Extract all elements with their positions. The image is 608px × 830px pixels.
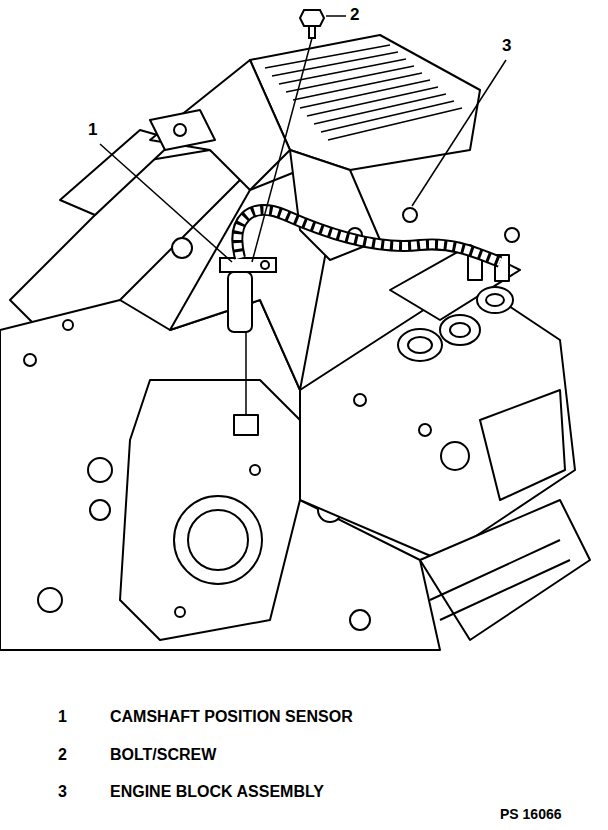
wiring-harness xyxy=(237,210,500,262)
bolt-hole xyxy=(250,465,260,475)
part-name: ENGINE BLOCK ASSEMBLY xyxy=(110,783,324,801)
intake-runner xyxy=(150,60,290,190)
engine-drawing xyxy=(0,35,590,650)
hold-down xyxy=(150,110,215,150)
legend-number: 3 xyxy=(58,783,67,801)
legend-number: 1 xyxy=(58,708,67,726)
callout-leader xyxy=(100,144,232,262)
callout-leader xyxy=(412,60,506,206)
valve-cover xyxy=(60,130,175,215)
crank-opening xyxy=(174,496,262,584)
bore xyxy=(90,500,110,520)
manifold-bolt xyxy=(403,208,417,222)
manifold-bolt xyxy=(505,228,519,242)
bolt-hole xyxy=(63,320,73,330)
callout-number: 2 xyxy=(350,5,359,25)
callout-number: 1 xyxy=(88,120,97,140)
part-name: BOLT/SCREW xyxy=(110,746,216,764)
manifold-ribs xyxy=(265,45,462,140)
bore xyxy=(88,458,112,482)
bolt-hole xyxy=(24,354,36,366)
manifold-port xyxy=(172,238,192,258)
crank-opening-inner xyxy=(188,510,248,570)
bolt-guide-line xyxy=(252,38,312,262)
hold-down-bolt xyxy=(174,124,186,136)
bore xyxy=(38,588,62,612)
camshaft-position-sensor xyxy=(220,258,276,332)
head-bolt xyxy=(441,442,469,470)
legend-number: 2 xyxy=(58,746,67,764)
timing-cover-face xyxy=(120,380,300,640)
callout-number: 3 xyxy=(502,36,511,56)
bolt-hole xyxy=(175,607,185,617)
bore xyxy=(350,610,370,630)
bracket-ribs xyxy=(430,540,570,620)
head-side xyxy=(480,390,565,500)
wiring-harness-wrap xyxy=(237,210,500,262)
part-name: CAMSHAFT POSITION SENSOR xyxy=(110,708,353,726)
sensor-boss xyxy=(234,415,258,435)
bolt-hole xyxy=(419,424,431,436)
callout-leader xyxy=(326,15,346,17)
bolt-hole xyxy=(354,394,366,406)
leader-lines xyxy=(100,16,506,415)
figure-code: PS 16066 xyxy=(500,806,562,822)
bolt-screw xyxy=(300,10,324,38)
sensor-guide-line xyxy=(245,332,247,415)
accessory-bracket xyxy=(420,500,590,640)
